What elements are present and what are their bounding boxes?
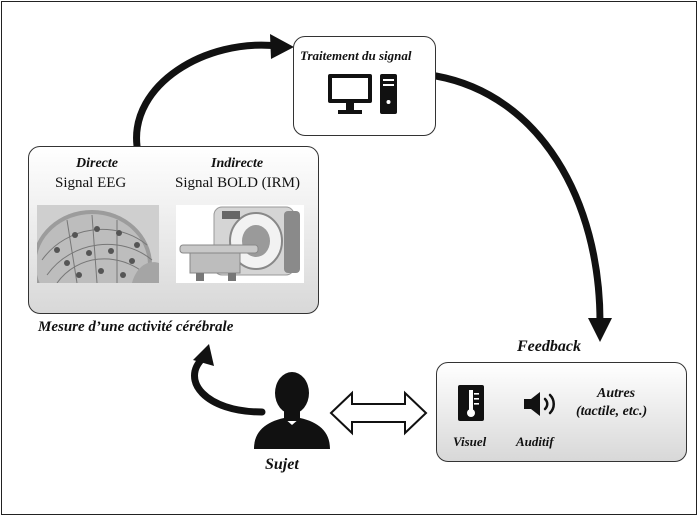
other-label: Autres bbox=[597, 386, 636, 401]
thermometer-icon bbox=[458, 385, 484, 421]
feedback-title: Feedback bbox=[517, 338, 581, 355]
auditory-label: Auditif bbox=[516, 434, 554, 449]
indirect-title: Indirecte bbox=[211, 156, 264, 171]
arrow-to-processing bbox=[133, 41, 282, 150]
computer-icon bbox=[328, 74, 397, 114]
direct-title: Directe bbox=[76, 156, 118, 171]
person-icon bbox=[254, 372, 330, 449]
other-detail-label: (tactile, etc.) bbox=[576, 404, 648, 419]
speaker-icon bbox=[524, 392, 555, 416]
arrow-to-feedback bbox=[432, 72, 604, 326]
visual-label: Visuel bbox=[453, 434, 487, 449]
measure-caption: Mesure d’une activité cérébrale bbox=[38, 319, 234, 335]
subject-label: Sujet bbox=[265, 456, 299, 473]
indirect-signal: Signal BOLD (IRM) bbox=[175, 175, 300, 191]
processing-title: Traitement du signal bbox=[300, 48, 412, 63]
eeg-cap-image bbox=[37, 205, 159, 283]
mri-scanner-image bbox=[176, 205, 304, 283]
direct-signal: Signal EEG bbox=[55, 175, 127, 191]
arrow-to-measure bbox=[191, 354, 266, 416]
processing-box bbox=[293, 36, 436, 136]
double-arrow bbox=[329, 390, 428, 436]
